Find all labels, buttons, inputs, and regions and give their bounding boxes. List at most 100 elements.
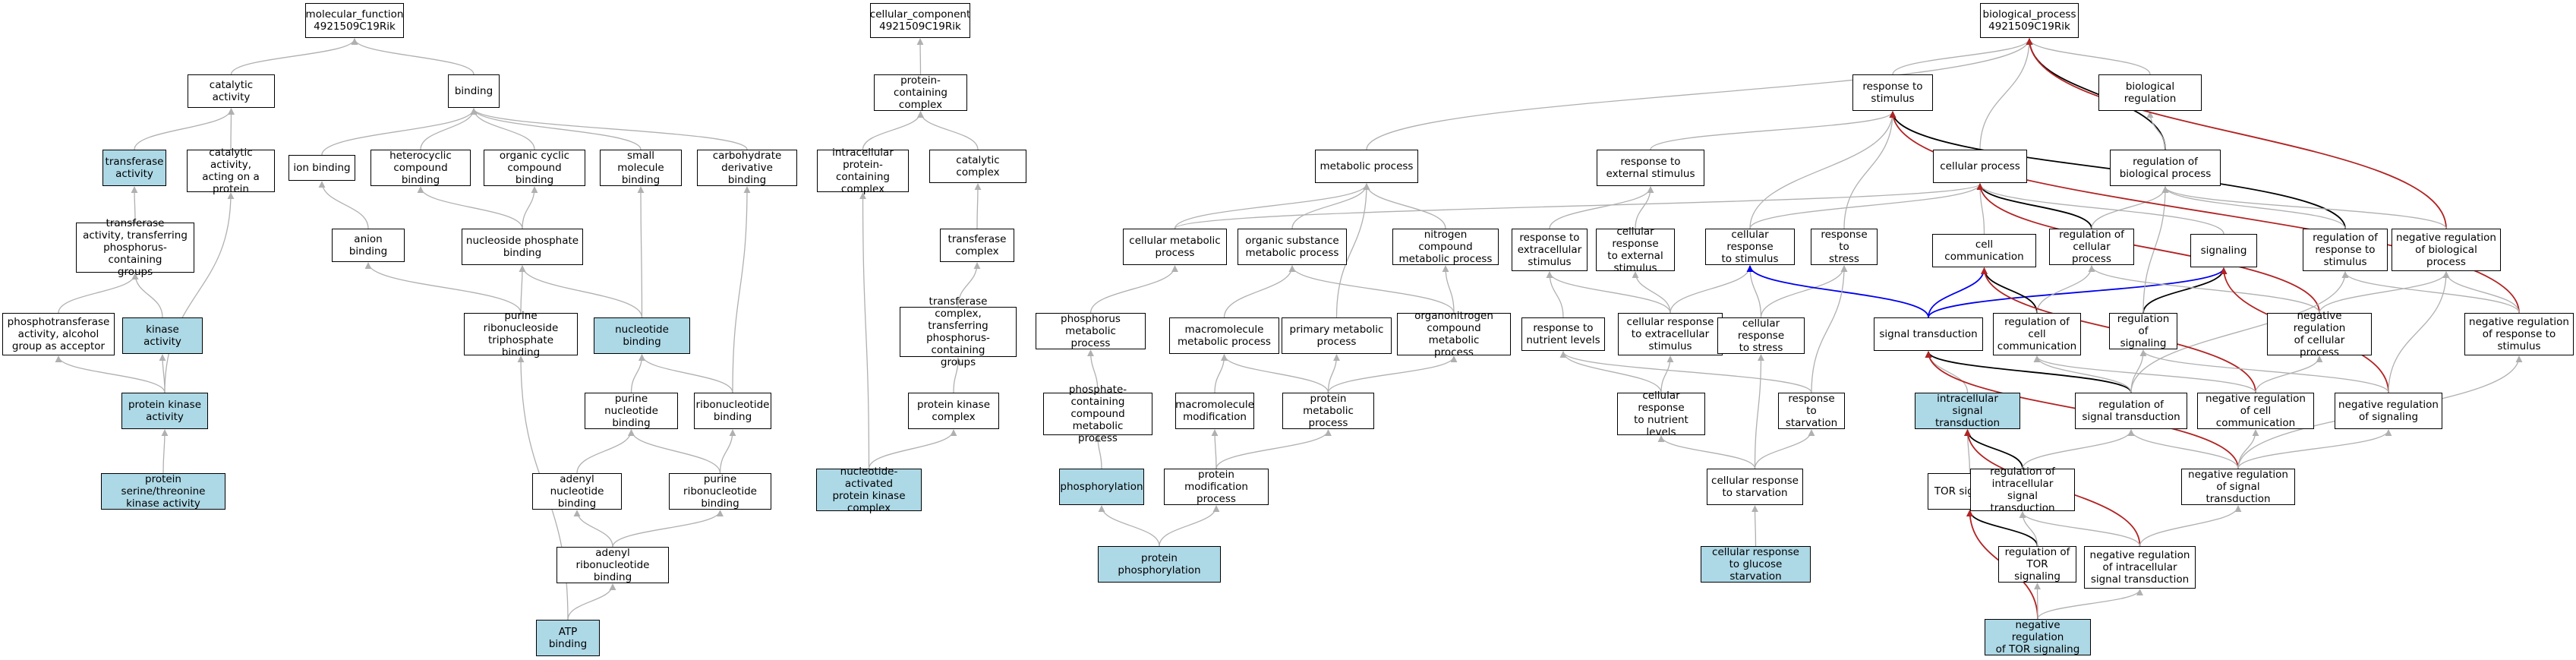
node-regcellcomm: regulation of cell communication xyxy=(1993,313,2081,355)
edge-regcell-cellproc xyxy=(1976,183,2092,229)
node-cellproc: cellular process xyxy=(1933,150,2027,183)
edge-negregtor-negregintra xyxy=(2037,589,2143,620)
edge-negregsig-regsig xyxy=(2139,349,2389,393)
edge-protphos-phosphorylation xyxy=(1098,505,1160,547)
edge-protmod-macromod xyxy=(1211,429,1219,469)
edge-negregsigtrans-regsigtrans xyxy=(2127,429,2239,469)
edge-cellrespextra-cellrespext xyxy=(1632,271,1671,314)
node-macromod: macromolecule modification xyxy=(1175,393,1254,429)
edge-protkin-phosalc xyxy=(55,355,166,393)
edge-smallmol-binding xyxy=(470,108,642,150)
edge-orgsub-metab xyxy=(1291,183,1370,229)
edge-macromod-macromet xyxy=(1214,354,1228,393)
edge-regbio-bioreg xyxy=(2146,111,2166,150)
edge-negregintra-regintrasig xyxy=(2019,511,2141,547)
edge-cellrespext-respext xyxy=(1635,186,1654,229)
edge-cellrespnutr-respnutr xyxy=(1559,351,1662,393)
edge-anion-ionb xyxy=(318,181,369,229)
node-bp: biological_process 4921509C19Rik xyxy=(1980,3,2079,38)
edge-nucphos-hetero xyxy=(417,186,523,229)
edge-transf-catact xyxy=(134,108,235,150)
node-cellrespstress: cellular response to stress xyxy=(1717,317,1805,354)
node-ribonuc: ribonucleotide binding xyxy=(694,393,771,429)
edge-cellrespstarv-cellrespnutr xyxy=(1657,435,1756,469)
edge-bioreg-bp xyxy=(2026,38,2151,75)
edge-regintrasig-regsigtrans xyxy=(2022,429,2135,469)
edge-regcellcomm-regcell xyxy=(2036,265,2095,314)
edge-catact-mf xyxy=(230,38,358,75)
node-anion: anion binding xyxy=(332,229,405,262)
node-primmet: primary metabolic process xyxy=(1282,317,1392,354)
edge-phoscont-phosmetab xyxy=(1087,349,1099,393)
node-negregtor: negative regulation of TOR signaling xyxy=(1985,619,2091,655)
node-respextra: response to extracellular stimulus xyxy=(1512,229,1588,271)
node-regbio: regulation of biological process xyxy=(2110,150,2221,186)
edge-negregsigtrans-negregsig xyxy=(2237,429,2392,469)
edge-signaling-cellproc xyxy=(1976,183,2224,235)
node-catprot: catalytic activity, acting on a protein xyxy=(187,147,275,195)
edge-phosalc-transphos xyxy=(58,273,139,314)
node-cellrespglu: cellular response to glucose starvation xyxy=(1701,546,1811,583)
node-phosphorylation: phosphorylation xyxy=(1059,469,1144,505)
edge-negregintra-negregsigtrans xyxy=(2139,505,2242,547)
node-negregintra: negative regulation of intracellular sig… xyxy=(2084,546,2196,589)
edge-metab-bp xyxy=(1366,38,2033,150)
node-pkcomp: protein kinase complex xyxy=(908,393,999,429)
edge-napk-intracomp xyxy=(859,192,870,469)
edge-cellrespnutr-cellrespextra xyxy=(1660,355,1674,393)
edge-phosphorylation-phoscont xyxy=(1094,435,1102,469)
node-intrasig: intracellular signal transduction xyxy=(1915,393,2020,429)
node-regintrasig: regulation of intracellular signal trans… xyxy=(1970,466,2075,514)
node-negregbio: negative regulation of biological proces… xyxy=(2392,229,2501,271)
node-metab: metabolic process xyxy=(1315,150,1418,183)
edge-sigtrans-cellrespstim xyxy=(1746,265,1929,318)
edge-regsigtrans-regresp xyxy=(2130,271,2349,393)
node-cellrespstim: cellular response to stimulus xyxy=(1705,229,1795,265)
edge-catcomp-protcont xyxy=(917,111,979,150)
node-protmet: protein metabolic process xyxy=(1282,393,1374,429)
edge-respstarv-respnutr xyxy=(1559,351,1812,393)
node-transf: transferase activity xyxy=(102,150,166,186)
edge-pkcomp-transphoscomp xyxy=(953,357,962,393)
edge-negregresp-negregbio xyxy=(2442,271,2520,314)
edge-kinase-transphos xyxy=(131,273,163,318)
node-intracomp: intracellular protein-containing complex xyxy=(817,147,909,195)
node-protmod: protein modification process xyxy=(1164,469,1269,505)
node-hetero: heterocyclic compound binding xyxy=(370,150,471,186)
node-purnuc: purine nucleotide binding xyxy=(585,393,678,429)
node-kinase: kinase activity xyxy=(122,317,203,354)
node-atp: ATP binding xyxy=(536,620,600,656)
edge-regsigtrans-sigtrans xyxy=(1925,351,2132,393)
edge-negregcell-regcell xyxy=(2088,265,2320,314)
node-cellrespstarv: cellular response to starvation xyxy=(1707,469,1803,505)
edge-ribonuc-nucb xyxy=(638,354,733,393)
edge-respext-respstim xyxy=(1650,111,1897,150)
edge-purtri-anion xyxy=(364,262,522,314)
node-negregsig: negative regulation of signaling xyxy=(2335,393,2442,429)
node-carbo: carbohydrate derivative binding xyxy=(697,150,797,186)
edge-intracomp-protcont xyxy=(862,111,924,150)
edge-protphos-protmod xyxy=(1159,505,1220,547)
edge-protmet-primmet xyxy=(1327,354,1340,393)
node-transcomp: transferase complex xyxy=(940,229,1014,262)
node-adenuc: adenyl nucleotide binding xyxy=(532,473,622,510)
node-serthr: protein serine/threonine kinase activity xyxy=(101,473,225,510)
edge-respstarv-respstress xyxy=(1811,265,1848,393)
edge-cellrespstress-cellrespstim xyxy=(1746,265,1762,318)
edge-regcell-regbio xyxy=(2091,186,2169,229)
edge-ribonuc-carbo xyxy=(732,186,751,393)
edge-serthr-protkin xyxy=(161,429,169,474)
node-organonit: organonitrogen compound metabolic proces… xyxy=(1397,310,1511,358)
edge-carbo-binding xyxy=(470,108,748,150)
node-regsig: regulation of signaling xyxy=(2109,313,2177,349)
node-purribo: purine ribonucleotide binding xyxy=(669,473,771,510)
edge-cellmetab-metab xyxy=(1174,183,1370,229)
node-regresp: regulation of response to stimulus xyxy=(2303,229,2388,271)
node-sigtrans: signal transduction xyxy=(1874,317,1983,351)
edge-cellrespstress-respstress xyxy=(1760,265,1848,318)
node-cellrespext: cellular response to external stimulus xyxy=(1596,226,1675,274)
edge-protmod-protmet xyxy=(1215,429,1332,469)
node-catact: catalytic activity xyxy=(188,74,275,108)
edge-cellrespstim-respstim xyxy=(1749,111,1897,229)
edge-phosmetab-cellmetab xyxy=(1089,265,1178,314)
